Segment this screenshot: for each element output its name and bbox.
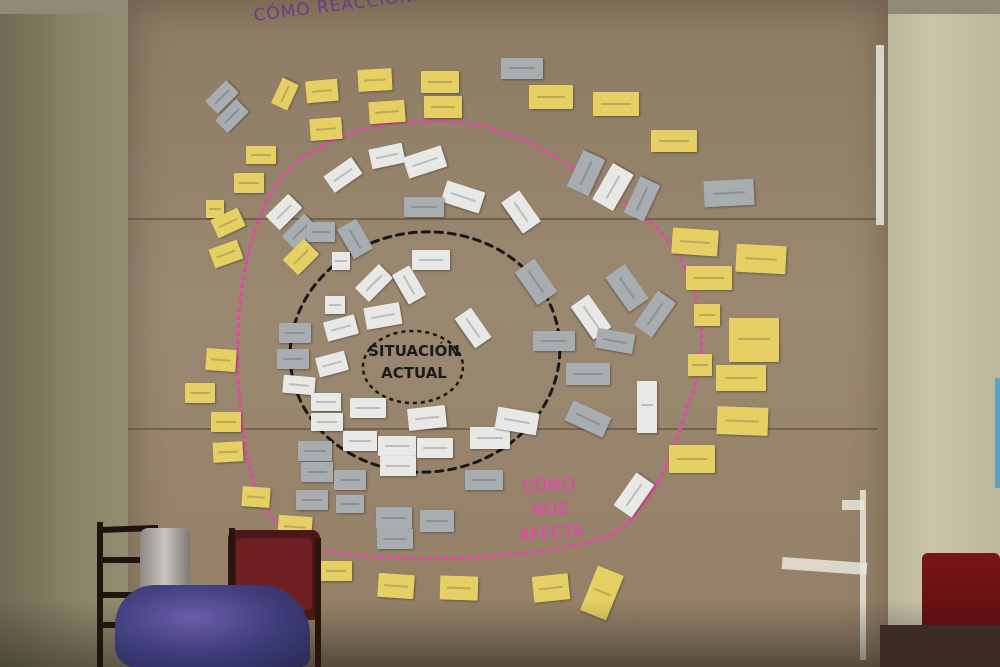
center-label-line: SITUACIÓN — [368, 342, 460, 360]
sticky-card — [279, 323, 311, 343]
sticky-card — [380, 456, 416, 476]
sticky-card — [420, 510, 454, 532]
sticky-card — [185, 383, 215, 403]
sticky-card — [334, 470, 366, 490]
patterned-bag — [115, 585, 310, 667]
sticky-card — [307, 222, 335, 242]
sticky-card — [376, 507, 412, 529]
sticky-card — [325, 296, 345, 314]
left-wall — [0, 0, 135, 667]
sticky-card — [529, 85, 573, 109]
sticky-card — [593, 92, 639, 116]
paper-seam — [128, 218, 878, 220]
sticky-card — [716, 365, 766, 391]
pink-dotted-loop — [236, 119, 704, 561]
sticky-card — [301, 462, 333, 482]
sticky-card — [686, 266, 732, 290]
center-dashed-ellipse — [361, 329, 465, 405]
sticky-card — [320, 561, 352, 581]
tape-strip — [842, 500, 864, 510]
sticky-card — [412, 250, 450, 270]
sticky-card — [378, 436, 416, 456]
desk — [880, 625, 1000, 667]
sticky-card — [311, 413, 343, 431]
tape-strip — [876, 45, 884, 225]
sticky-card — [533, 331, 575, 351]
sticky-card — [332, 252, 350, 270]
sticky-card — [277, 349, 309, 369]
sticky-card — [343, 431, 377, 451]
tape-strip — [860, 490, 866, 660]
sticky-card — [688, 354, 712, 376]
sticky-card — [501, 58, 543, 79]
sticky-card — [377, 529, 413, 549]
sticky-card — [694, 304, 720, 326]
sticky-card — [404, 197, 444, 217]
sticky-card — [211, 412, 241, 432]
sticky-card — [234, 173, 264, 193]
sticky-card — [298, 441, 332, 461]
sticky-card — [651, 130, 697, 152]
sticky-card — [669, 445, 715, 473]
sticky-card — [206, 200, 224, 218]
sticky-card — [465, 470, 503, 490]
center-label-line: ACTUAL — [381, 364, 447, 382]
sticky-card — [350, 398, 386, 418]
red-case — [922, 553, 1000, 633]
sticky-card — [336, 495, 364, 513]
sticky-card — [421, 71, 459, 93]
sticky-card — [296, 490, 328, 510]
sticky-card — [311, 393, 341, 411]
center-label: SITUACIÓN ACTUAL — [362, 340, 466, 384]
blue-poster-edge — [995, 378, 1000, 488]
sticky-card — [424, 96, 462, 118]
sticky-card — [729, 318, 779, 362]
sticky-card — [637, 381, 657, 433]
sticky-card — [246, 146, 276, 164]
sticky-card — [417, 438, 453, 458]
sticky-card — [566, 363, 610, 385]
sticky-card — [470, 427, 510, 449]
